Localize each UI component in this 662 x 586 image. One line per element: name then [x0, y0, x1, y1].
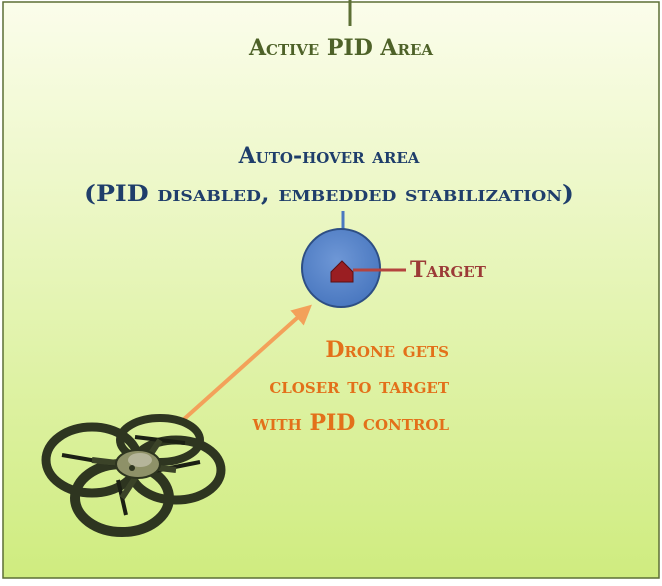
- drone-caption-line3: with PID control: [252, 410, 450, 436]
- target-label: Target: [410, 257, 487, 283]
- drone-caption-line2: closer to target: [269, 373, 450, 399]
- arrow-icon: [181, 304, 312, 422]
- house-marker-icon: [330, 260, 354, 283]
- drone-caption-line1: Drone gets: [325, 337, 449, 363]
- auto-hover-subtitle: (PID disabled, embedded stabilization): [84, 181, 574, 207]
- quadcopter-icon: [41, 414, 226, 537]
- active-area-title: Active PID Area: [248, 35, 433, 61]
- auto-hover-title: Auto-hover area: [238, 143, 420, 169]
